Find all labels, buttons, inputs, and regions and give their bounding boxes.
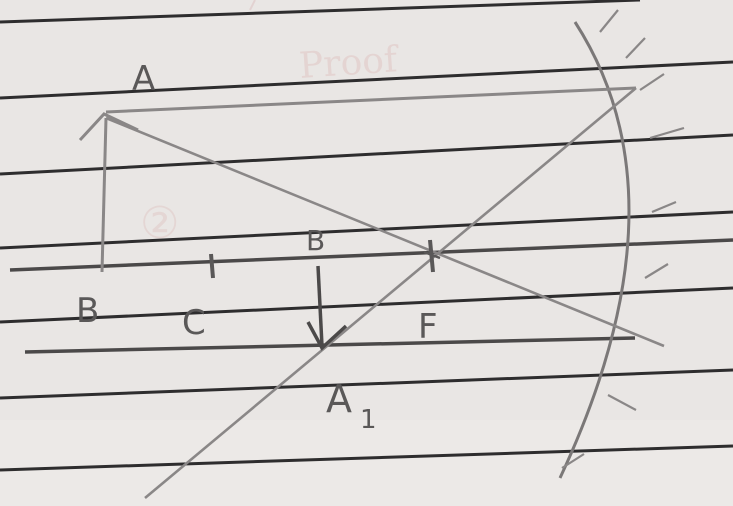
- ruled-line: [0, 444, 733, 472]
- label-focus: F: [418, 307, 438, 347]
- ruled-lines: [0, 0, 733, 472]
- hatch-mark: [651, 200, 677, 214]
- mirror-hatching: [561, 9, 685, 469]
- label-image-top: A: [326, 377, 352, 421]
- ruled-line: [0, 286, 733, 324]
- hatch-mark: [639, 73, 665, 91]
- ghost-stroke: [249, 0, 256, 11]
- principal-axis: [9, 238, 733, 272]
- ruled-line: [0, 60, 733, 100]
- label-object-base: B: [76, 291, 99, 331]
- hatch-mark: [644, 263, 669, 279]
- object-arrowhead: [78, 112, 139, 142]
- label-image-top-subscript: 1: [360, 405, 377, 435]
- focus-tick-cross: [423, 250, 441, 260]
- hatch-mark: [649, 126, 685, 140]
- hatch-mark: [599, 9, 619, 33]
- ruled-line: [0, 133, 733, 176]
- ray-through-focus-reflected: [144, 87, 637, 499]
- hatch-mark: [561, 453, 585, 469]
- hatch-mark: [607, 394, 637, 411]
- label-object-top: A: [132, 59, 155, 99]
- label-image-base: B: [306, 224, 325, 257]
- paper-light-area: [0, 420, 733, 506]
- image-arrowhead: [306, 321, 348, 351]
- object-shaft: [100, 117, 108, 273]
- ruled-line: [0, 0, 641, 24]
- ray-through-focus-incident: [105, 116, 665, 348]
- ruled-line: [0, 368, 733, 400]
- ray-parallel-incident: [105, 86, 637, 114]
- centre-tick: [209, 253, 215, 279]
- image-shaft: [316, 265, 324, 347]
- concave-mirror: [558, 21, 631, 479]
- label-centre-of-curvature: C: [182, 303, 206, 343]
- ruled-line: [0, 210, 733, 250]
- hatch-mark: [625, 37, 646, 59]
